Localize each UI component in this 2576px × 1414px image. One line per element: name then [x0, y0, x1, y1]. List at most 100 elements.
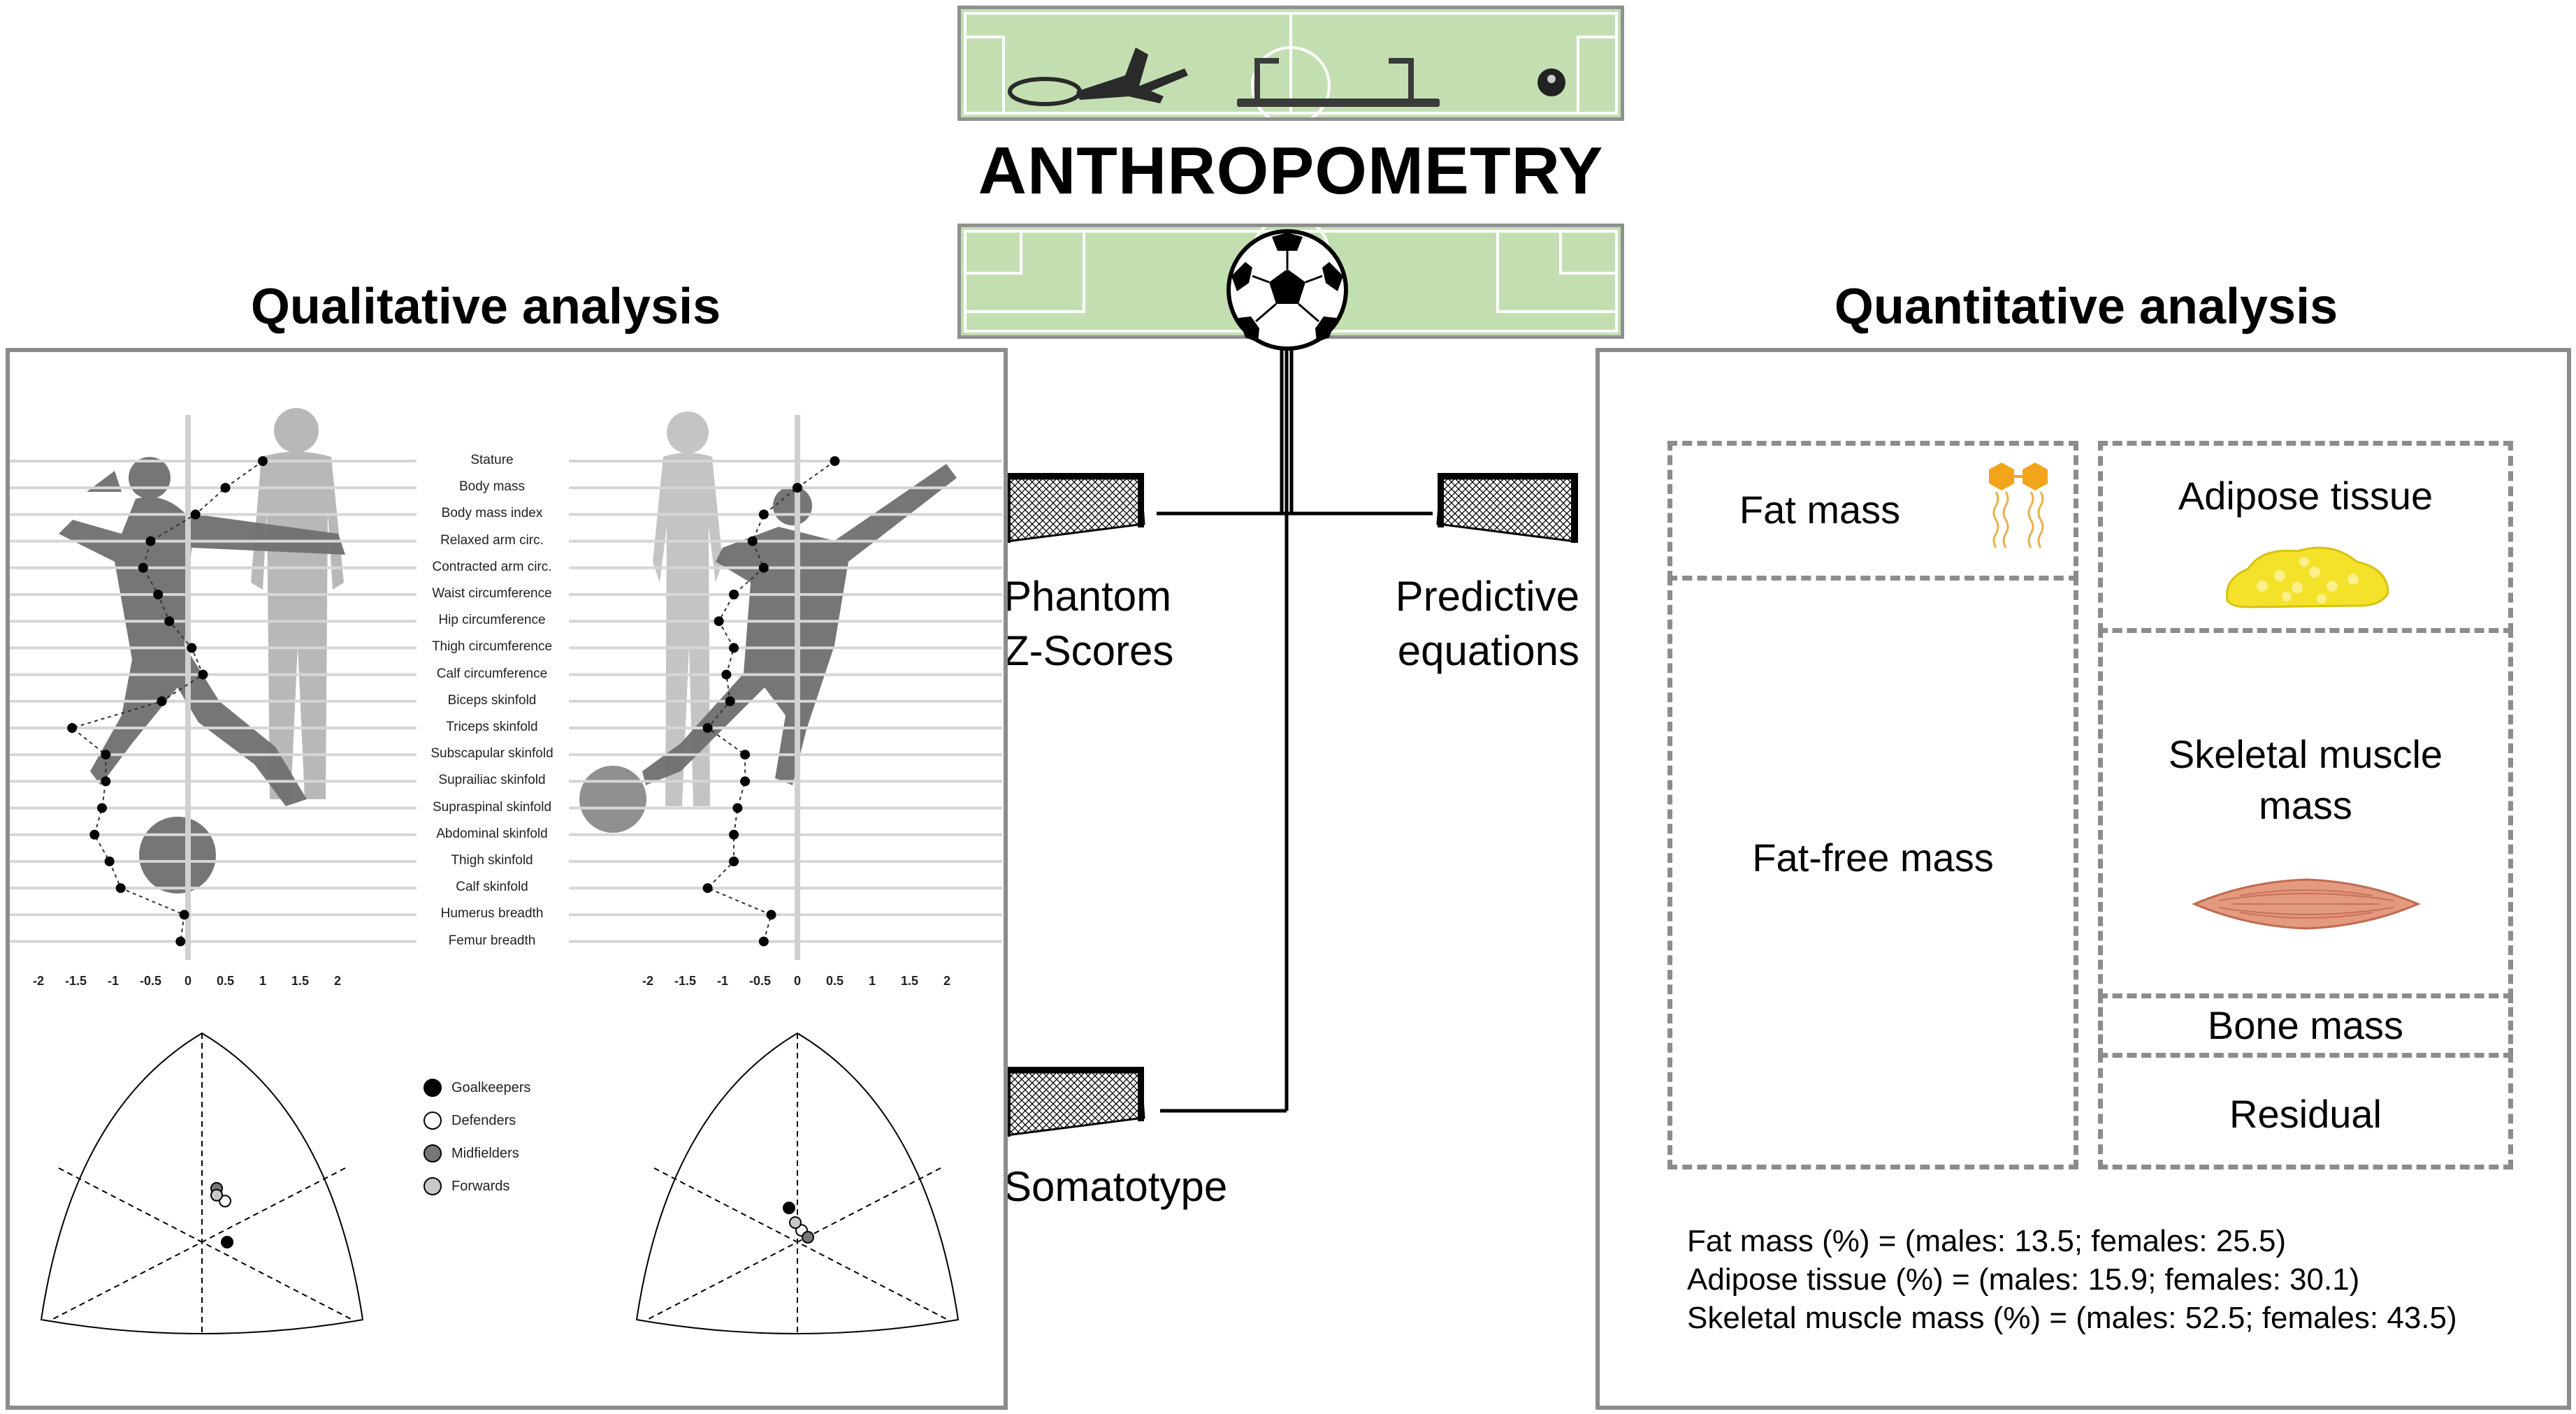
- z-score-point: [725, 696, 735, 706]
- z-score-point: [758, 562, 769, 573]
- residual-box: [2098, 1053, 2513, 1169]
- z-variable-label: Waist circumference: [432, 586, 552, 601]
- adipose-tissue-label: Adipose tissue: [2178, 474, 2433, 518]
- z-tick-label: 0: [793, 974, 802, 988]
- z-tick-label: -1: [716, 974, 729, 988]
- z-tick-label: 0.5: [216, 974, 235, 988]
- somatotype-point: [783, 1202, 795, 1214]
- z-tick-label: -1: [107, 974, 120, 988]
- result-skeletal-muscle: Skeletal muscle mass (%) = (males: 52.5;…: [1687, 1301, 2457, 1335]
- z-tick-label: -0.5: [748, 974, 772, 988]
- z-variable-label: Body mass: [459, 479, 525, 495]
- result-fat-mass: Fat mass (%) = (males: 13.5; females: 25…: [1687, 1224, 2287, 1258]
- z-score-point: [793, 483, 802, 493]
- residual-label: Residual: [2229, 1092, 2382, 1136]
- z-score-point: [702, 883, 713, 894]
- z-score-point: [258, 456, 268, 466]
- adipose-tissue-icon: [2225, 546, 2389, 608]
- legend-defenders-label: Defenders: [451, 1112, 516, 1128]
- result-adipose-tissue: Adipose tissue (%) = (males: 15.9; femal…: [1687, 1262, 2360, 1297]
- z-score-point: [729, 643, 739, 653]
- z-variable-label: Calf circumference: [436, 666, 548, 681]
- z-variable-label: Suprailiac skinfold: [438, 773, 546, 788]
- legend-goalkeepers-marker: [424, 1079, 442, 1097]
- caliper-icon: [1008, 48, 1188, 106]
- z-score-point: [104, 857, 115, 866]
- z-score-point: [145, 536, 156, 546]
- fat-free-mass-box: [1667, 576, 2078, 1169]
- z-tick-label: -2: [32, 974, 45, 988]
- z-tick-label: 1: [868, 974, 876, 988]
- legend-midfielders-label: Midfielders: [451, 1145, 519, 1161]
- z-variable-label: Hip circumference: [438, 613, 546, 628]
- legend-defenders-marker: [424, 1111, 442, 1130]
- lipid-icon: [1989, 462, 2048, 548]
- z-score-point: [179, 910, 189, 920]
- z-tick-label: 1.5: [291, 974, 310, 988]
- z-score-point: [101, 750, 111, 760]
- z-score-point: [714, 616, 724, 627]
- z-score-point: [138, 562, 148, 573]
- z-score-point: [721, 669, 732, 680]
- z-variable-label: Relaxed arm circ.: [440, 532, 544, 548]
- z-score-point: [740, 750, 751, 760]
- z-variable-label: Thigh skinfold: [451, 853, 533, 868]
- z-tick-label: 0: [184, 974, 192, 988]
- soccer-ball-icon: [1227, 229, 1348, 351]
- somatochart-axis: [58, 1167, 353, 1320]
- legend-midfielders-marker: [424, 1144, 442, 1162]
- quantitative-panel: Fat mass Fat-free mass Adipose tissue Sk…: [1595, 348, 2571, 1410]
- z-variable-label: Stature: [470, 453, 514, 467]
- z-tick-label: -2: [642, 974, 654, 988]
- z-score-point: [198, 669, 208, 680]
- z-score-point: [164, 616, 175, 627]
- somatotype-label: Somatotype: [1004, 1163, 1228, 1210]
- z-variable-label: Supraspinal skinfold: [432, 799, 552, 815]
- z-score-point: [729, 857, 739, 866]
- somatotype-point: [221, 1236, 233, 1248]
- z-tick-label: 1.5: [900, 974, 919, 988]
- z-score-point: [96, 803, 107, 813]
- skeletal-muscle-label: Skeletal muscle mass: [2168, 732, 2443, 827]
- qualitative-title: Qualitative analysis: [250, 279, 721, 335]
- z-variable-label: Thigh circumference: [431, 639, 553, 655]
- z-variable-label: Abdominal skinfold: [436, 826, 548, 841]
- phantom-z-scores-chart: [10, 415, 1002, 960]
- legend-midfielders: Midfielders: [424, 1144, 519, 1162]
- z-score-point: [67, 723, 78, 733]
- z-variable-label: Biceps skinfold: [447, 692, 537, 708]
- z-score-point: [190, 509, 201, 520]
- z-score-point: [732, 803, 743, 813]
- z-score-point: [729, 590, 739, 599]
- z-tick-label: -1.5: [64, 974, 87, 988]
- qualitative-panel: Goalkeepers Defenders Midfielders Forwar…: [6, 348, 1008, 1410]
- somatotype-point: [210, 1188, 223, 1202]
- z-score-point: [175, 936, 186, 947]
- page-title: ANTHROPOMETRY: [978, 133, 1604, 208]
- z-tick-label: 1: [259, 974, 267, 988]
- fat-free-mass-label: Fat-free mass: [1752, 836, 1994, 880]
- z-score-point: [766, 910, 776, 920]
- legend-forwards: Forwards: [424, 1177, 509, 1195]
- predictive-equations-label: Predictive equations: [1395, 573, 1579, 674]
- z-score-point: [758, 936, 769, 947]
- somatotype-point: [802, 1231, 814, 1244]
- goal-net-icon: [1004, 473, 1145, 543]
- z-variable-label: Triceps skinfold: [446, 720, 538, 734]
- z-score-point: [702, 723, 713, 733]
- z-variable-label: Humerus breadth: [440, 906, 544, 921]
- tape-measure-icon: [1537, 68, 1565, 96]
- legend-forwards-label: Forwards: [451, 1178, 510, 1194]
- z-score-point: [187, 643, 197, 653]
- somatochart-outline: [635, 1032, 960, 1334]
- z-variable-label: Calf skinfold: [456, 880, 528, 895]
- somatochart-outline: [40, 1032, 364, 1334]
- z-variable-label: Contracted arm circ.: [432, 559, 552, 574]
- z-score-point: [758, 509, 769, 520]
- z-score-point: [153, 590, 164, 599]
- somatotype-point: [219, 1195, 231, 1208]
- z-score-point: [740, 776, 751, 787]
- z-tick-label: -1.5: [674, 974, 697, 988]
- z-tick-label: -0.5: [139, 974, 162, 988]
- z-score-point: [729, 829, 739, 840]
